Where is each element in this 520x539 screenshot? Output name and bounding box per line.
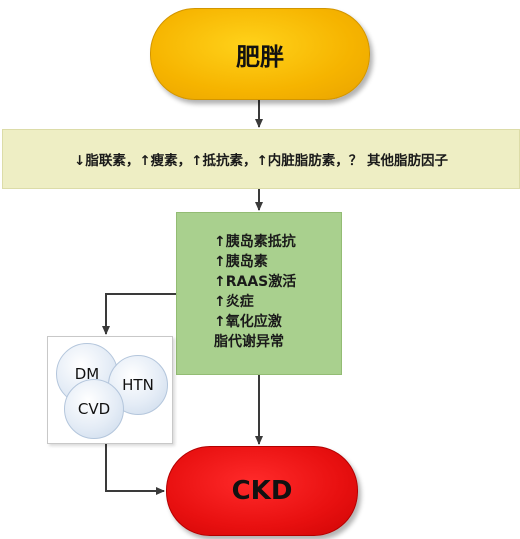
arrow-mechanisms-to-comorbidities xyxy=(102,293,176,335)
adipokine-factors-box: ↓脂联素，↑瘦素，↑抵抗素，↑内脏脂肪素，？ 其他脂肪因子 xyxy=(2,129,520,189)
mechanism-item: ↑胰岛素 xyxy=(214,254,268,270)
mechanism-item: ↑氧化应激 xyxy=(214,314,282,330)
obesity-node: 肥胖 xyxy=(150,8,370,100)
ckd-node: CKD xyxy=(166,446,358,536)
obesity-node-label: 肥胖 xyxy=(236,42,284,71)
mechanism-item: ↑RAAS激活 xyxy=(214,274,297,290)
adipokine-factors-text: ↓脂联素，↑瘦素，↑抵抗素，↑内脏脂肪素，？ 其他脂肪因子 xyxy=(74,153,448,169)
mechanism-item: 脂代谢异常 xyxy=(214,334,284,350)
arrow-comorbidities-to-ckd xyxy=(105,442,165,495)
bubble-htn-label: HTN xyxy=(122,376,154,394)
bubble-cvd-label: CVD xyxy=(77,400,111,418)
bubble-cvd: CVD xyxy=(64,379,124,439)
bubble-dm-label: DM xyxy=(74,365,100,383)
mechanisms-box: ↑胰岛素抵抗 ↑胰岛素 ↑RAAS激活 ↑炎症 ↑氧化应激 脂代谢异常 xyxy=(176,212,342,375)
comorbidities-box: DM HTN CVD xyxy=(47,336,173,444)
mechanism-item: ↑炎症 xyxy=(214,294,254,310)
ckd-node-label: CKD xyxy=(231,476,293,506)
mechanism-item: ↑胰岛素抵抗 xyxy=(214,234,296,250)
